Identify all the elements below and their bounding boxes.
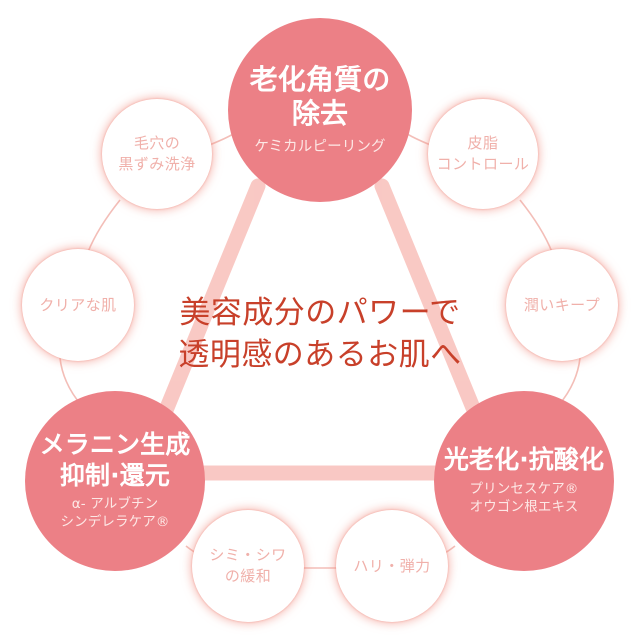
satellite-circle-left[interactable]: クリアな肌	[22, 249, 134, 361]
satellite-label-bottom-left: シミ・シワ の緩和	[209, 546, 287, 585]
main-circle-top-heading: 老化角質の 除去	[249, 63, 391, 131]
connector-tr-right	[519, 199, 553, 253]
main-circle-bottom-right[interactable]: 光老化·抗酸化 プリンセスケア® オウゴン根エキス	[434, 391, 614, 571]
connector-tl-left	[87, 199, 121, 253]
main-circle-bottom-left-subtext: α- アルブチン シンデレラケア®	[60, 496, 170, 530]
main-circle-bottom-right-heading: 光老化·抗酸化	[443, 445, 605, 475]
satellite-label-top-right: 皮脂 コントロール	[436, 134, 530, 173]
satellite-label-right: 潤いキープ	[523, 295, 601, 314]
satellite-label-top-left: 毛穴の 黒ずみ洗浄	[118, 134, 196, 173]
satellite-circle-bottom-left[interactable]: シミ・シワ の緩和	[192, 510, 304, 622]
triangle-edge-left	[154, 178, 266, 428]
main-circle-top-subtext: ケミカルピーリング	[254, 138, 386, 155]
triangle-edge-right	[374, 178, 486, 428]
satellite-circle-top-right[interactable]: 皮脂 コントロール	[428, 99, 538, 209]
satellite-circle-bottom-right[interactable]: ハリ・弾力	[336, 510, 448, 622]
main-circle-bottom-left-heading: メラニン生成 抑制·還元	[39, 430, 191, 490]
main-circle-bottom-right-subtext: プリンセスケア® オウゴン根エキス	[469, 480, 579, 515]
satellite-circle-top-left[interactable]: 毛穴の 黒ずみ洗浄	[102, 99, 212, 209]
main-circle-top[interactable]: 老化角質の 除去 ケミカルピーリング	[228, 18, 412, 202]
main-circle-bottom-left[interactable]: メラニン生成 抑制·還元 α- アルブチン シンデレラケア®	[25, 391, 205, 571]
satellite-circle-right[interactable]: 潤いキープ	[506, 249, 618, 361]
satellite-label-bottom-right: ハリ・弾力	[353, 556, 431, 575]
satellite-label-left: クリアな肌	[39, 295, 117, 314]
